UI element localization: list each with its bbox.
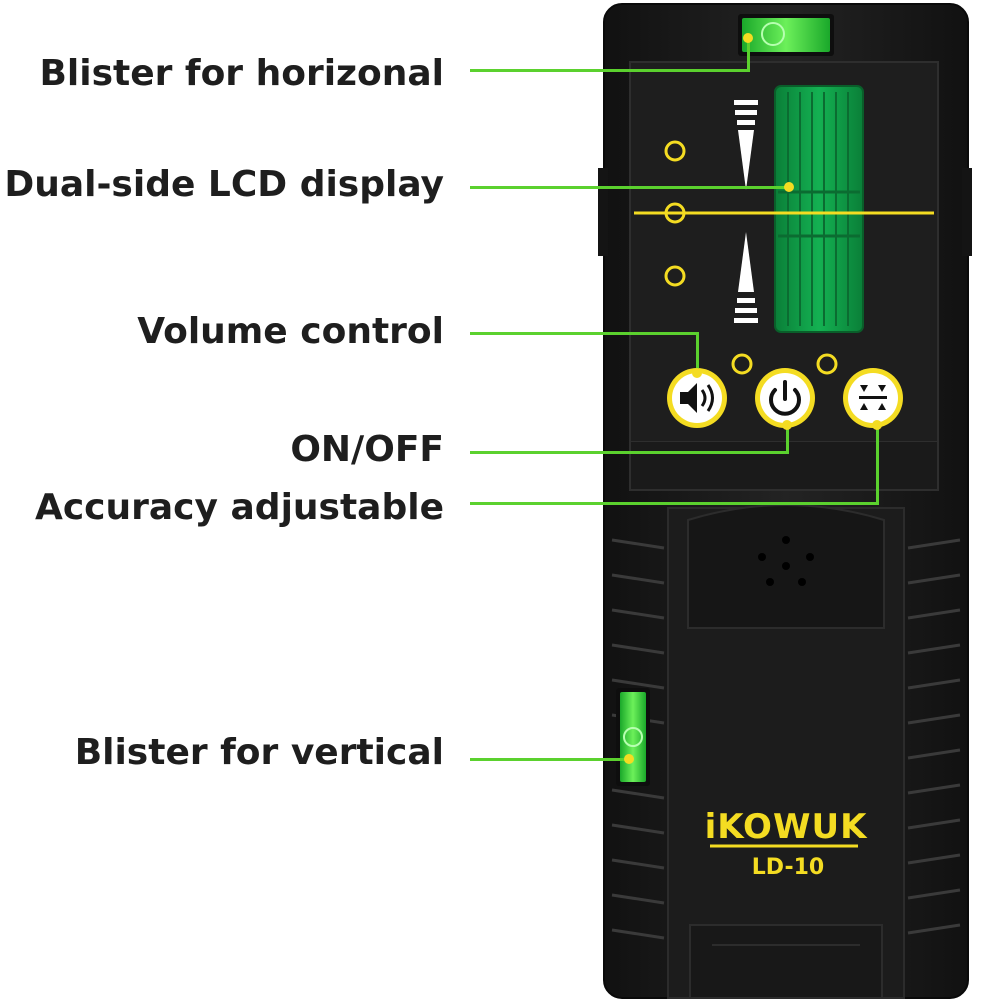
- horizontal-blister: [742, 18, 830, 52]
- leader-on-off-v: [786, 424, 789, 454]
- leader-dot-accuracy: [872, 420, 882, 430]
- callout-volume-control: Volume control: [137, 311, 444, 352]
- leader-horizontal-blister: [470, 69, 750, 72]
- power-icon: [769, 388, 801, 416]
- indicator-rings: [664, 140, 838, 375]
- leader-dot-horizontal-blister: [743, 33, 753, 43]
- volume-button[interactable]: [667, 368, 727, 428]
- callout-accuracy: Accuracy adjustable: [34, 487, 444, 528]
- leader-volume-control-v: [696, 332, 699, 372]
- leader-dot-lcd: [784, 182, 794, 192]
- bottom-clip: [689, 924, 883, 999]
- leader-vertical-blister: [470, 758, 632, 761]
- arrow-indicator-up: [734, 100, 758, 190]
- speaker-grille: [758, 536, 814, 586]
- leader-accuracy: [470, 502, 879, 505]
- leader-horizontal-blister-v: [747, 38, 750, 72]
- arrow-indicator-down: [734, 232, 758, 323]
- callout-horizontal-blister: Blister for horizonal: [39, 53, 444, 94]
- leader-lcd-display: [470, 186, 790, 189]
- side-grip-left: [611, 538, 665, 940]
- leader-dot-on-off: [782, 420, 792, 430]
- callout-on-off: ON/OFF: [290, 429, 444, 470]
- leader-accuracy-v: [876, 424, 879, 505]
- brand-logo: iKOWUK: [705, 807, 868, 847]
- power-button[interactable]: [755, 368, 815, 428]
- model-label: LD-10: [752, 855, 824, 880]
- lcd-display: [774, 85, 864, 333]
- leader-dot-volume: [692, 368, 702, 378]
- leader-volume-control: [470, 332, 698, 335]
- accuracy-button[interactable]: [843, 368, 903, 428]
- speaker-icon: [680, 383, 697, 413]
- side-grip-right: [907, 538, 961, 935]
- accuracy-icon: [859, 385, 887, 410]
- leader-on-off: [470, 451, 789, 454]
- callout-vertical-blister: Blister for vertical: [74, 732, 444, 773]
- leader-dot-vertical: [624, 754, 634, 764]
- callout-lcd-display: Dual-side LCD display: [4, 164, 444, 205]
